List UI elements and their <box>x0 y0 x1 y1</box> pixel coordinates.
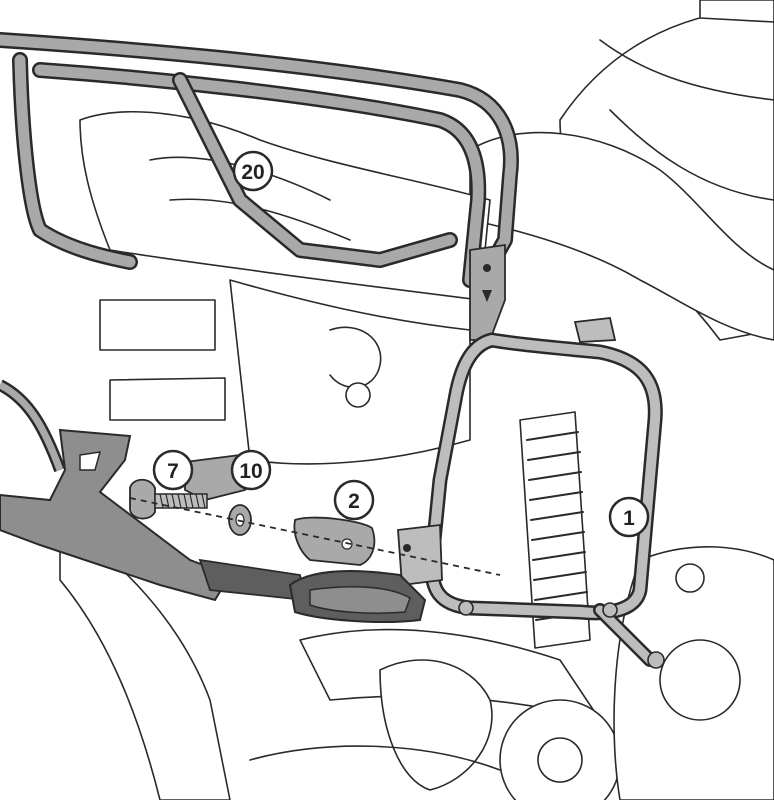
footpeg-mount <box>675 563 705 593</box>
rack-crossbar <box>174 74 456 266</box>
tank-panel-line-2 <box>609 109 774 201</box>
callout-1: 1 <box>608 496 650 538</box>
bolt-thread <box>159 493 206 509</box>
grab-strut <box>0 379 66 473</box>
callout-20: 20 <box>232 150 274 192</box>
callout-2-circle <box>333 479 375 521</box>
callout-10-label: 10 <box>239 460 262 483</box>
holder-mount-plate <box>397 523 443 587</box>
callout-1-circle <box>608 496 650 538</box>
rack-mount-hole <box>483 264 491 272</box>
assembly-axis-line <box>129 497 501 576</box>
tail-light-lens <box>109 377 226 421</box>
rack-inner-rail <box>34 64 484 286</box>
spacer-bushing <box>293 516 376 566</box>
holder-strut <box>595 605 655 665</box>
panel-opening <box>329 326 382 389</box>
callout-10: 10 <box>230 449 272 491</box>
holder-strut-end <box>647 651 665 669</box>
holder-bottom-bolt <box>458 600 474 616</box>
callout-10-circle <box>230 449 272 491</box>
holder-loop <box>426 335 661 618</box>
chain-guard <box>249 745 501 771</box>
brake-caliper <box>379 659 493 791</box>
side-panel <box>229 279 471 465</box>
holder-mount-hole <box>403 544 411 552</box>
rack-mount-slot <box>482 290 492 302</box>
callout-7-circle <box>152 449 194 491</box>
footpeg-bracket <box>0 428 232 602</box>
seat <box>469 131 774 341</box>
callout-7-label: 7 <box>167 460 179 483</box>
callout-20-label: 20 <box>241 161 264 184</box>
tail-light <box>99 299 216 351</box>
rack-front-loop <box>14 54 136 268</box>
callout-2: 2 <box>333 479 375 521</box>
rear-wheel-axle <box>537 737 583 783</box>
fuel-cap <box>699 0 774 23</box>
rear-rack <box>0 32 519 328</box>
grab-strut-fill <box>0 381 64 472</box>
callout-1-label: 1 <box>623 507 635 530</box>
side-case-holder <box>424 332 663 667</box>
callout-20-circle <box>232 150 274 192</box>
holder-top-tab <box>573 317 617 343</box>
tail-fairing <box>79 111 491 301</box>
panel-grommet <box>345 382 371 408</box>
turn-signal-lens <box>309 585 411 614</box>
engine-cover <box>659 639 741 721</box>
footpeg-bracket-hole <box>79 451 102 471</box>
tank-panel-line <box>599 39 774 101</box>
callout-7: 7 <box>152 449 194 491</box>
callout-2-label: 2 <box>348 490 360 513</box>
bolt-head <box>129 478 156 520</box>
rear-shock-body <box>519 411 591 649</box>
shock-spring <box>526 431 589 621</box>
rack-outer-rail <box>0 34 517 326</box>
motorcycle-body <box>59 0 774 805</box>
holder-bottom-bolt-2 <box>602 602 618 618</box>
